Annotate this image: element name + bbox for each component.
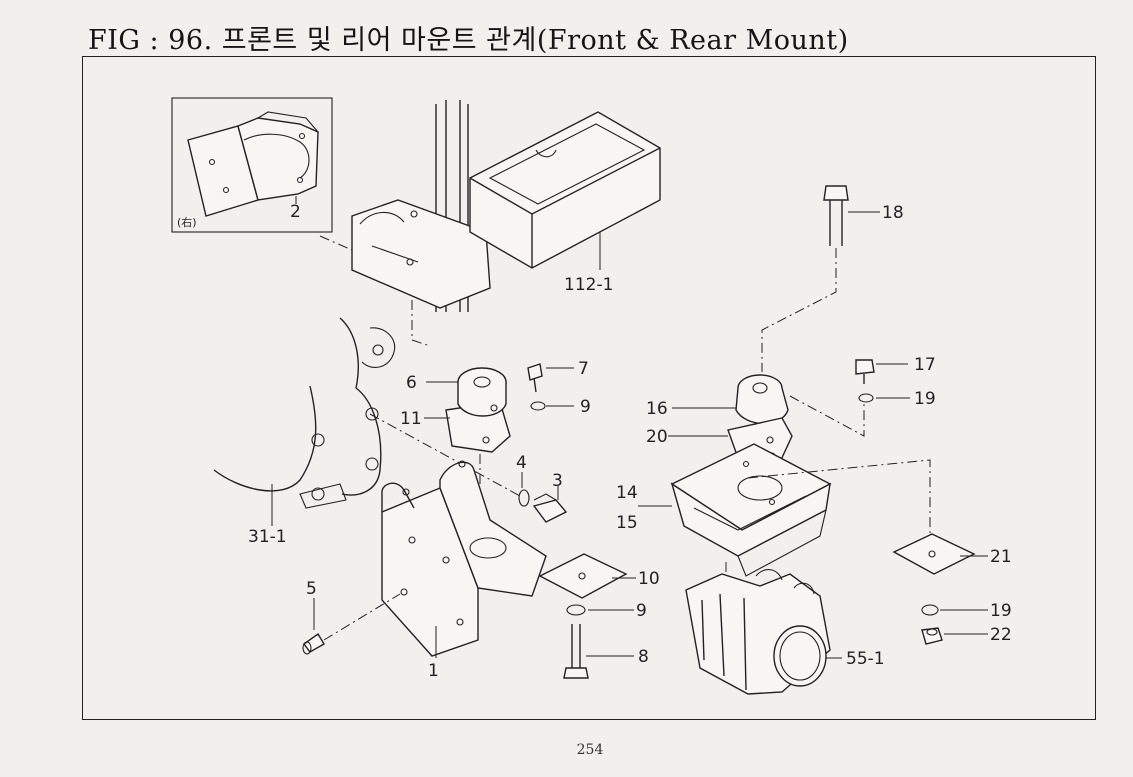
transmission-55-1: 55-1 <box>685 560 885 695</box>
callout-9-lower: 9 <box>636 601 647 621</box>
front-insulator: 6 11 <box>400 367 511 500</box>
engine-side-31-1: 31-1 <box>213 317 396 547</box>
callout-4: 4 <box>516 453 527 473</box>
bolt-7: 7 <box>527 359 589 393</box>
bolt-18: 18 <box>761 185 904 372</box>
washer-9-upper: 9 <box>530 397 591 417</box>
bolt-17: 17 <box>855 355 936 384</box>
callout-11: 11 <box>400 409 422 429</box>
front-bracket-1: 1 <box>381 460 547 681</box>
callout-14: 14 <box>616 483 638 503</box>
callout-18: 18 <box>882 203 904 223</box>
engine-lower-block <box>319 100 491 347</box>
callout-112-1: 112-1 <box>564 275 613 295</box>
bolt-8: 8 <box>563 624 649 679</box>
callout-22: 22 <box>990 625 1012 645</box>
inset-label: (右) <box>177 215 197 229</box>
plate-10: 10 <box>538 553 660 599</box>
callout-7: 7 <box>578 359 589 379</box>
washer-19-upper: 19 <box>789 389 936 437</box>
callout-8: 8 <box>638 647 649 667</box>
callout-15: 15 <box>616 513 638 533</box>
bolt-3-washer-4: 4 3 <box>369 413 568 523</box>
callout-19-lower: 19 <box>990 601 1012 621</box>
inset-detail: 2 (右) <box>171 97 333 233</box>
callout-31-1: 31-1 <box>248 527 287 547</box>
plate-21: 21 <box>892 533 1012 575</box>
rear-insulator: 16 20 <box>646 374 793 463</box>
oil-pan-112-1: 112-1 <box>469 111 661 295</box>
callout-9-upper: 9 <box>580 397 591 417</box>
callout-2: 2 <box>290 202 301 222</box>
nut-22: 22 <box>921 625 1012 645</box>
callout-5: 5 <box>306 579 317 599</box>
rear-bracket-14: 14 15 <box>616 443 931 577</box>
callout-19-upper: 19 <box>914 389 936 409</box>
callout-21: 21 <box>990 547 1012 567</box>
washer-9-lower: 9 <box>566 601 647 621</box>
callout-1: 1 <box>428 661 439 681</box>
diagram-frame <box>82 56 1096 720</box>
callout-10: 10 <box>638 569 660 589</box>
callout-6: 6 <box>406 373 417 393</box>
callout-17: 17 <box>914 355 936 375</box>
callout-20: 20 <box>646 427 668 447</box>
page-title: FIG : 96. 프론트 및 리어 마운트 관계(Front & Rear M… <box>88 25 849 56</box>
callout-16: 16 <box>646 399 668 419</box>
callout-3: 3 <box>552 471 563 491</box>
page-number: 254 <box>576 742 604 758</box>
washer-19-lower: 19 <box>921 601 1012 621</box>
pin-5: 5 <box>302 579 401 655</box>
callout-55-1: 55-1 <box>846 649 885 669</box>
